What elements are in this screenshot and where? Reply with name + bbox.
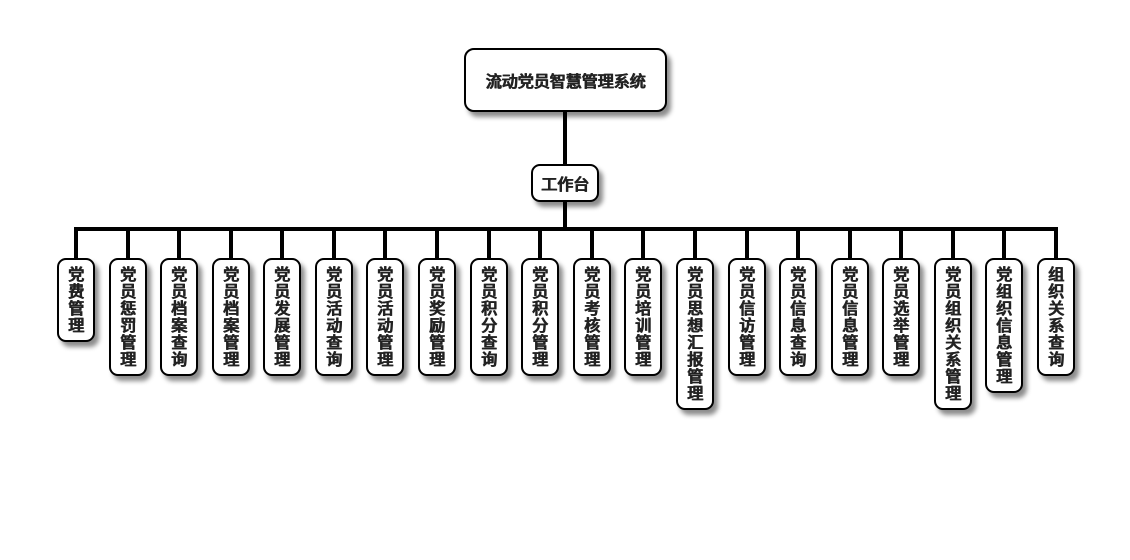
- connector-drop: [383, 229, 387, 259]
- module-node[interactable]: 党员积分管理: [521, 258, 559, 376]
- connector-hub-bus: [563, 202, 567, 230]
- module-node[interactable]: 党员信息管理: [831, 258, 869, 376]
- module-node[interactable]: 党员活动管理: [366, 258, 404, 376]
- connector-drop: [487, 229, 491, 259]
- connector-drop: [899, 229, 903, 259]
- module-node-label: 党员活动管理: [376, 265, 393, 369]
- module-node-label: 党员组织关系管理: [944, 265, 961, 403]
- module-node-label: 党员档案查询: [170, 265, 187, 369]
- module-node[interactable]: 党员活动查询: [315, 258, 353, 376]
- connector-drop: [590, 229, 594, 259]
- connector-drop: [126, 229, 130, 259]
- connector-horizontal-bus: [74, 227, 1058, 231]
- connector-drop: [745, 229, 749, 259]
- module-node[interactable]: 党员选举管理: [882, 258, 920, 376]
- module-node[interactable]: 党员档案管理: [212, 258, 250, 376]
- connector-drop: [177, 229, 181, 259]
- module-node-label: 党员惩罚管理: [119, 265, 136, 369]
- module-node-label: 党员选举管理: [892, 265, 909, 369]
- connector-drop: [435, 229, 439, 259]
- root-node[interactable]: 流动党员智慧管理系统: [464, 48, 667, 112]
- connector-drop: [74, 229, 78, 259]
- module-node-label: 党员思想汇报管理: [686, 265, 703, 403]
- module-node-label: 党员培训管理: [634, 265, 651, 369]
- module-node[interactable]: 党员惩罚管理: [109, 258, 147, 376]
- connector-drop: [229, 229, 233, 259]
- module-node[interactable]: 党员奖励管理: [418, 258, 456, 376]
- module-node-label: 党费管理: [67, 265, 84, 335]
- workbench-node[interactable]: 工作台: [531, 164, 599, 202]
- module-node[interactable]: 党员思想汇报管理: [676, 258, 714, 410]
- connector-drop: [332, 229, 336, 259]
- connector-drop: [951, 229, 955, 259]
- connector-drop: [693, 229, 697, 259]
- module-node-label: 党员积分查询: [480, 265, 497, 369]
- module-node[interactable]: 党员发展管理: [263, 258, 301, 376]
- module-node-label: 组织关系查询: [1047, 265, 1064, 369]
- module-node[interactable]: 党组织信息管理: [985, 258, 1023, 393]
- module-node[interactable]: 党员信访管理: [728, 258, 766, 376]
- connector-drop: [280, 229, 284, 259]
- workbench-node-label: 工作台: [540, 175, 589, 194]
- connector-root-hub: [563, 112, 567, 164]
- module-node[interactable]: 组织关系查询: [1037, 258, 1075, 376]
- module-node[interactable]: 党员组织关系管理: [934, 258, 972, 410]
- module-node-label: 党员档案管理: [222, 265, 239, 369]
- module-node-label: 党组织信息管理: [995, 265, 1012, 386]
- module-node[interactable]: 党员档案查询: [160, 258, 198, 376]
- connector-drop: [1054, 229, 1058, 259]
- connector-drop: [641, 229, 645, 259]
- module-node[interactable]: 党员考核管理: [573, 258, 611, 376]
- module-node-label: 党员发展管理: [273, 265, 290, 369]
- connector-drop: [796, 229, 800, 259]
- module-node-label: 党员奖励管理: [428, 265, 445, 369]
- module-node-label: 党员考核管理: [583, 265, 600, 369]
- module-node[interactable]: 党员积分查询: [470, 258, 508, 376]
- module-node[interactable]: 党员信息查询: [779, 258, 817, 376]
- module-node-label: 党员信访管理: [738, 265, 755, 369]
- module-node[interactable]: 党费管理: [57, 258, 95, 342]
- module-node-label: 党员积分管理: [531, 265, 548, 369]
- module-node-label: 党员信息查询: [789, 265, 806, 369]
- connector-drop: [538, 229, 542, 259]
- connector-drop: [1002, 229, 1006, 259]
- module-node-label: 党员活动查询: [325, 265, 342, 369]
- module-node[interactable]: 党员培训管理: [624, 258, 662, 376]
- module-node-label: 党员信息管理: [841, 265, 858, 369]
- root-node-label: 流动党员智慧管理系统: [485, 72, 646, 91]
- connector-drop: [848, 229, 852, 259]
